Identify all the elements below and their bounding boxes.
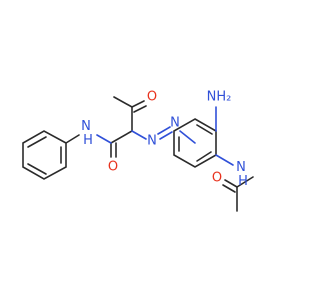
atom-oxygen-acetamide: O (212, 171, 222, 186)
phenyl-ring (22, 130, 67, 180)
bond-ketone-co-2 (133, 105, 147, 113)
aryl-inner-2 (196, 151, 212, 162)
atom-nh-anilide: N H (81, 119, 95, 148)
phenyl-inner-1 (27, 136, 47, 148)
atom-azo-n1: N (147, 134, 157, 149)
bond-azo-double-2 (159, 131, 173, 140)
bond-acetamide-co-2 (222, 184, 236, 193)
bond-acetamide-n-c (236, 176, 254, 188)
bond-ketone-co (131, 100, 145, 108)
molecule-diagram: O N H O N N NH₂ N H O (22, 90, 254, 212)
bond-amide-nh (96, 134, 112, 144)
bond-alpha-azo (131, 130, 147, 140)
phenyl-inner-2 (27, 163, 47, 175)
aryl-inner-1 (196, 124, 213, 135)
bond-ring-acetamide-n (215, 154, 234, 166)
atom-nh-anilide-h: H (83, 133, 93, 148)
atom-nh-anilide-n: N (81, 119, 91, 134)
bond-azo-double-1 (157, 126, 171, 135)
atom-oxygen-amide: O (108, 160, 118, 175)
atom-labels: O N H O N N NH₂ N H O (81, 90, 250, 189)
atom-azo-n2: N (170, 116, 180, 131)
bond-azo-ring (179, 130, 196, 144)
bond-methyl-ketone (113, 96, 133, 108)
atom-nh-acetamide: N H (236, 160, 250, 189)
bonds (22, 96, 254, 212)
bond-acetamide-co (224, 179, 238, 188)
bond-nh-phenyl (65, 134, 80, 144)
atom-nh-acetamide-n: N (236, 160, 246, 175)
atom-oxygen-ketone: O (147, 90, 157, 105)
atom-nh-acetamide-h: H (238, 174, 248, 189)
bond-alpha-amide (110, 130, 133, 144)
atom-amino: NH₂ (207, 90, 232, 105)
